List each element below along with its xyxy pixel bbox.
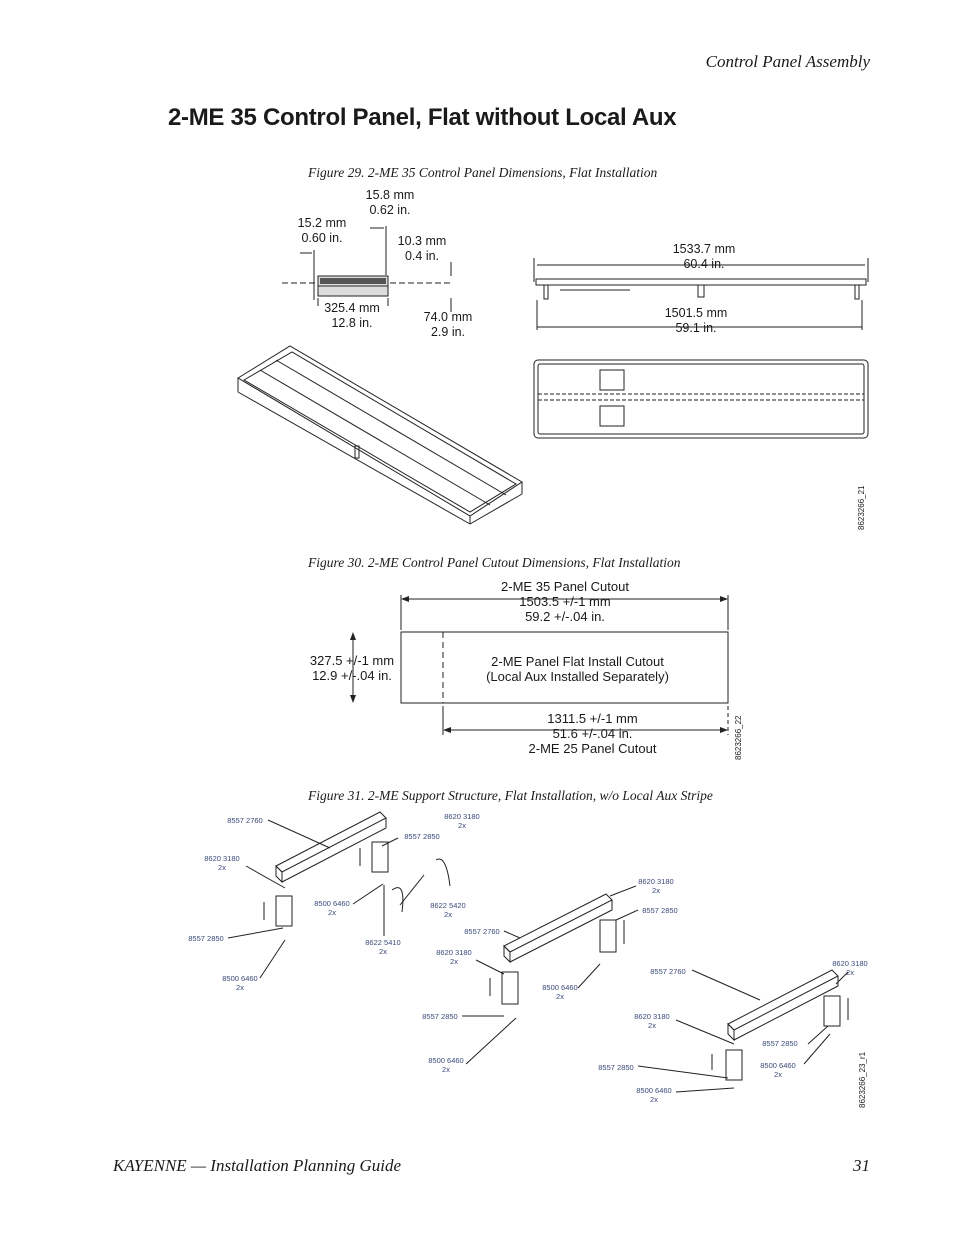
figure-31-drawing-id: 8623266_23_r1 [858,1051,867,1108]
dim-15-8mm: 15.8 mm 0.62 in. [365,188,415,217]
label-a2: 8620 3180 2x [444,812,480,830]
label-b6: 8557 2850 [422,1012,458,1021]
label-b3: 8557 2760 [464,927,500,936]
label-a7: 8557 2850 [188,934,224,943]
page-number: 31 [853,1156,870,1175]
label-c7: 8500 6460 2x [636,1086,672,1104]
figure-31-caption: Figure 31. 2-ME Support Structure, Flat … [308,788,713,803]
label-c4: 8557 2850 [762,1039,798,1048]
label-a6: 8622 5420 2x [430,901,466,919]
dim-1533-7mm: 1533.7 mm 60.4 in. [672,242,736,271]
dim-10-3mm: 10.3 mm 0.4 in. [397,234,447,263]
cutout-bottom-label: 1311.5 +/-1 mm 51.6 +/-.04 in. 2-ME 25 P… [528,711,657,756]
label-c5: 8500 6460 2x [760,1061,796,1079]
label-a5: 8500 6460 2x [314,899,350,917]
figure-30-caption: Figure 30. 2-ME Control Panel Cutout Dim… [308,555,681,570]
dim-325-4mm: 325.4 mm 12.8 in. [324,301,380,330]
dim-15-2mm: 15.2 mm 0.60 in. [297,216,347,245]
label-a1: 8557 2760 [227,816,263,825]
label-a4: 8620 3180 2x [204,854,240,872]
label-b4: 8620 3180 2x [436,948,472,966]
label-b5: 8500 6460 2x [542,983,578,1001]
label-b1: 8620 3180 2x [638,877,674,895]
footer-guide-title: KAYENNE — Installation Planning Guide [113,1156,402,1175]
label-b7: 8500 6460 2x [428,1056,464,1074]
dim-74-0mm: 74.0 mm 2.9 in. [423,310,473,339]
figure-29-caption: Figure 29. 2-ME 35 Control Panel Dimensi… [308,165,658,180]
label-c1: 8620 3180 2x [832,959,868,977]
running-head: Control Panel Assembly [705,52,870,71]
cutout-left-label: 327.5 +/-1 mm 12.9 +/-.04 in. [309,653,395,683]
label-c6: 8557 2850 [598,1063,634,1072]
label-a3: 8557 2850 [404,832,440,841]
label-b2: 8557 2850 [642,906,678,915]
label-c3: 8620 3180 2x [634,1012,670,1030]
cutout-box-label: 2-ME Panel Flat Install Cutout (Local Au… [486,654,669,684]
label-a8: 8622 5410 2x [365,938,401,956]
cutout-top-label: 2-ME 35 Panel Cutout 1503.5 +/-1 mm 59.2… [501,579,629,624]
label-a9: 8500 6460 2x [222,974,258,992]
dim-1501-5mm: 1501.5 mm 59.1 in. [664,306,728,335]
label-c2: 8557 2760 [650,967,686,976]
page-title: 2-ME 35 Control Panel, Flat without Loca… [168,104,677,131]
